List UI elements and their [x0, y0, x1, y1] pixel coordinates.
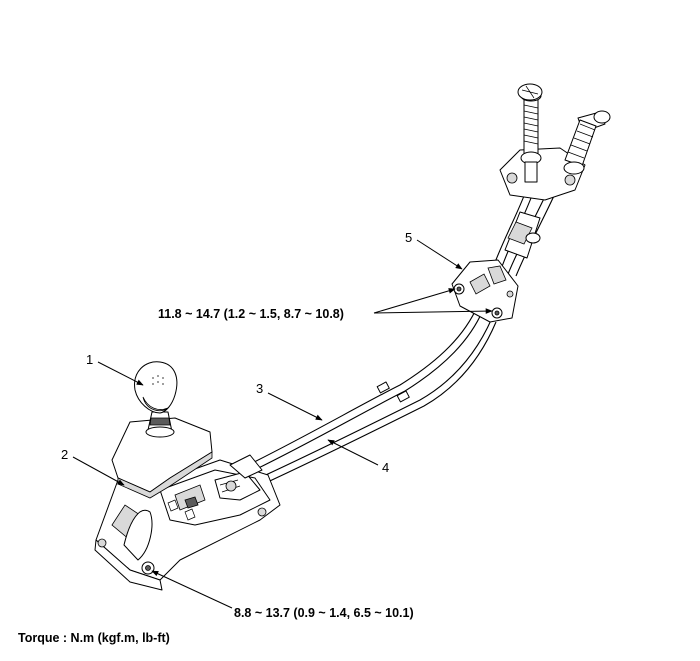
callout-1: 1	[86, 352, 93, 367]
shift-knob	[134, 361, 178, 414]
callout-3: 3	[256, 381, 263, 396]
callout-leaders	[72, 239, 493, 609]
callout-4: 4	[382, 460, 389, 475]
cable-bracket	[451, 259, 519, 323]
callout-5: 5	[405, 230, 412, 245]
shift-cables	[237, 174, 563, 487]
transaxle-cable-ends	[499, 83, 611, 259]
callout-2: 2	[61, 447, 68, 462]
spring-rod-left	[517, 83, 543, 183]
spring-rod-right	[563, 110, 611, 175]
shift-lever-assembly	[94, 361, 281, 591]
torque-label-bracket: 11.8 ~ 14.7 (1.2 ~ 1.5, 8.7 ~ 10.8)	[158, 307, 344, 321]
torque-unit-note: Torque : N.m (kgf.m, lb-ft)	[18, 631, 170, 645]
torque-label-housing: 8.8 ~ 13.7 (0.9 ~ 1.4, 6.5 ~ 10.1)	[234, 606, 414, 620]
